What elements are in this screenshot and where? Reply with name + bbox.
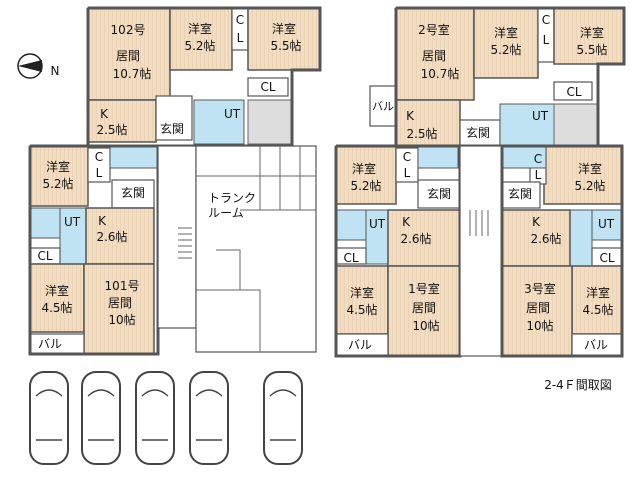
unit-101-room-1-size: 5.2帖 [42,176,73,191]
unit-101-closet-c: C [95,150,103,164]
unit-2-room-2-size: 5.5帖 [576,42,607,57]
unit-1-kitchen: K [402,215,411,229]
unit-1-living: 居間 [412,301,436,315]
unit-3-closet-c: C [534,152,542,166]
unit-101-name: 101号 [105,279,140,293]
compass-icon [17,53,43,79]
unit-102-entry: 玄関 [160,121,184,136]
unit-102-name: 102号 [111,23,146,37]
unit-2-living-size: 10.7帖 [421,66,460,81]
unit-101-balcony: バル [38,337,62,351]
unit-1-closet-2: CL [343,251,358,265]
unit-1-room-2-size: 4.5帖 [346,302,377,317]
unit-3-entry: 玄関 [508,186,532,201]
parking-cars [29,371,303,465]
unit-101-living-size: 10帖 [108,312,135,327]
unit-1-balcony: バル [348,338,372,352]
unit-102-room-east: 洋室 [272,21,296,36]
unit-2-closet-l: L [543,33,550,47]
unit-101-room-2-size: 4.5帖 [41,300,72,315]
unit-2-kitchen-size: 2.5帖 [406,126,437,141]
unit-1-kitchen-size: 2.6帖 [400,231,431,246]
car-icon [81,371,121,465]
trunk-room-line1: トランク [208,191,256,205]
unit-2-ut: UT [532,109,549,123]
car-icon [29,371,69,465]
right-building [334,6,626,358]
unit-1-room-1-size: 5.2帖 [350,178,381,193]
unit-3-ut: UT [598,217,615,231]
unit-3-balcony: バル [584,338,608,352]
unit-3-kitchen-size: 2.6帖 [530,231,561,246]
unit-2-name: 2号室 [418,22,450,37]
unit-1-living-size: 10帖 [412,318,439,333]
unit-102-kitchen: K [100,107,109,121]
unit-3-kitchen: K [532,215,541,229]
unit-2-room-2: 洋室 [580,25,604,40]
unit-102-ut: UT [224,107,241,121]
unit-102-living-size: 10.7帖 [113,66,152,81]
unit-101-closet-2: CL [37,249,52,263]
unit-3-living-size: 10帖 [526,318,553,333]
unit-3-closet-2: CL [599,251,614,265]
unit-102-closet-l: L [237,31,244,45]
unit-102-closet-2: CL [260,80,275,94]
unit-2-entry: 玄関 [466,125,490,140]
car-icon [135,371,175,465]
unit-3-room-2: 洋室 [586,285,610,300]
unit-102-living: 居間 [116,49,140,63]
unit-3-closet-l: L [535,168,542,182]
unit-3-room-1: 洋室 [578,161,602,176]
unit-3-living: 居間 [526,301,550,315]
unit-102-kitchen-size: 2.5帖 [96,122,127,137]
unit-2-living: 居間 [422,49,446,63]
unit-101-living: 居間 [108,296,132,310]
unit-101-entry: 玄関 [121,185,145,200]
unit-2-kitchen: K [406,109,415,123]
unit-1-entry: 玄関 [427,186,451,201]
unit-101-kitchen-size: 2.6帖 [96,229,127,244]
unit-1-room-2: 洋室 [350,285,374,300]
unit-101-room-1: 洋室 [46,159,70,174]
car-icon [189,371,229,465]
unit-101-closet-l: L [96,166,103,180]
unit-2-room-1: 洋室 [494,25,518,40]
unit-1-closet-l: L [404,166,411,180]
unit-102-closet-c: C [236,13,244,27]
unit-101-room-2: 洋室 [45,283,69,298]
unit-102-room-west-size: 5.2帖 [184,38,215,53]
unit-102-room-east-size: 5.5帖 [270,38,301,53]
unit-1-ut: UT [369,217,386,231]
compass-north-label: N [51,64,60,78]
unit-1-room-1: 洋室 [352,161,376,176]
unit-3-room-1-size: 5.2帖 [574,178,605,193]
left-building [28,6,322,356]
unit-101-kitchen: K [98,214,107,228]
stairs-icon [178,227,192,259]
unit-102-room-west: 洋室 [188,21,212,36]
stairs-right-icon [469,210,489,236]
unit-2-balcony: バル [372,100,394,113]
unit-2-room-1-size: 5.2帖 [490,42,521,57]
unit-1-name: 1号室 [408,281,440,296]
unit-2-closet-2: CL [566,85,581,99]
unit-2-closet-c: C [542,13,550,27]
floor-plan-caption: 2-4Ｆ間取図 [544,378,612,392]
unit-1-closet-c: C [403,150,411,164]
trunk-room-line2: ルーム [208,206,244,220]
unit-3-room-2-size: 4.5帖 [582,302,613,317]
car-icon [263,371,303,465]
unit-3-name: 3号室 [524,281,556,296]
unit-101-ut: UT [64,215,81,229]
